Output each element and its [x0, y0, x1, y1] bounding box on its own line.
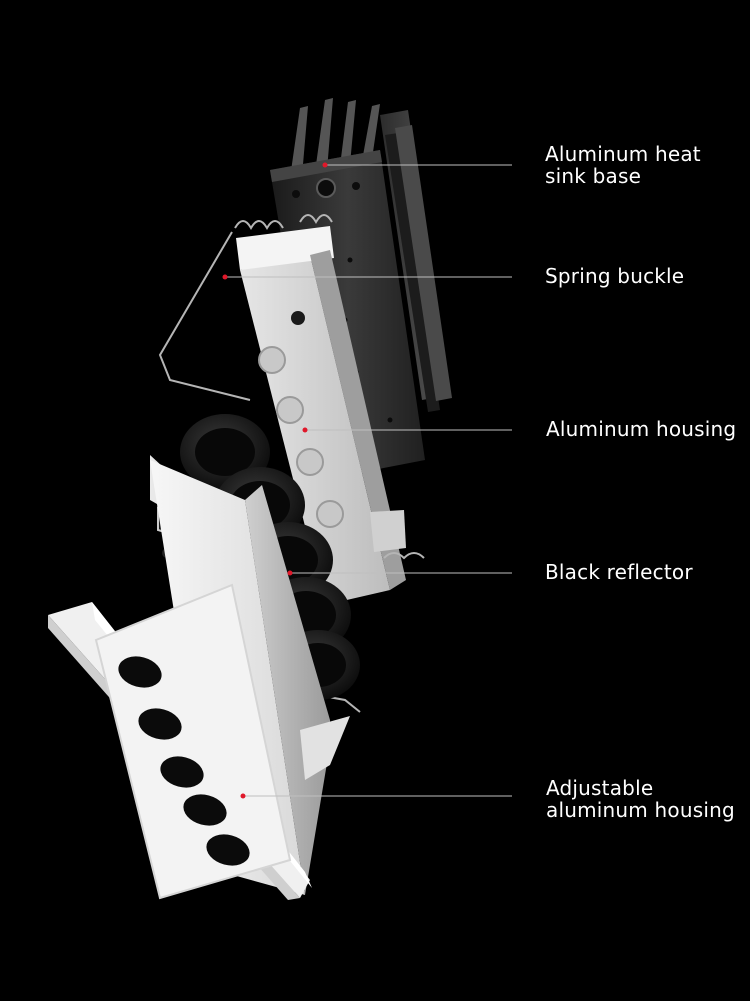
callout-line: sink base	[545, 165, 701, 187]
callout-line: aluminum housing	[546, 799, 735, 821]
leader-dot	[223, 275, 228, 280]
heat-sink-hole	[388, 418, 393, 423]
heat-sink-hole	[352, 182, 360, 190]
callout-line: Spring buckle	[545, 265, 684, 287]
aluminum-housing-led-seat	[259, 347, 285, 373]
aluminum-housing-led-seat	[297, 449, 323, 475]
callout-line: Adjustable	[546, 777, 735, 799]
leader-dot	[241, 794, 246, 799]
leader-dot	[288, 571, 293, 576]
callout-heat-sink: Aluminum heat sink base	[545, 143, 701, 187]
aluminum-housing-hole	[291, 311, 305, 325]
callout-line: Black reflector	[545, 561, 693, 583]
heat-sink-screw-hole	[317, 179, 335, 197]
aluminum-housing-bottom-bracket	[370, 510, 406, 552]
callout-adjustable-housing: Adjustable aluminum housing	[546, 777, 735, 821]
callout-spring-buckle: Spring buckle	[545, 265, 684, 287]
callout-aluminum-housing: Aluminum housing	[546, 418, 736, 440]
heat-sink-hole	[292, 190, 300, 198]
leader-dot	[323, 163, 328, 168]
callout-line: Aluminum housing	[546, 418, 736, 440]
leader-dot	[303, 428, 308, 433]
aluminum-housing-led-seat	[277, 397, 303, 423]
heat-sink-hole	[348, 258, 353, 263]
aluminum-housing-led-seat	[317, 501, 343, 527]
callout-line: Aluminum heat	[545, 143, 701, 165]
callout-black-reflector: Black reflector	[545, 561, 693, 583]
spring-wire	[160, 232, 250, 400]
spring-coil	[235, 221, 283, 228]
